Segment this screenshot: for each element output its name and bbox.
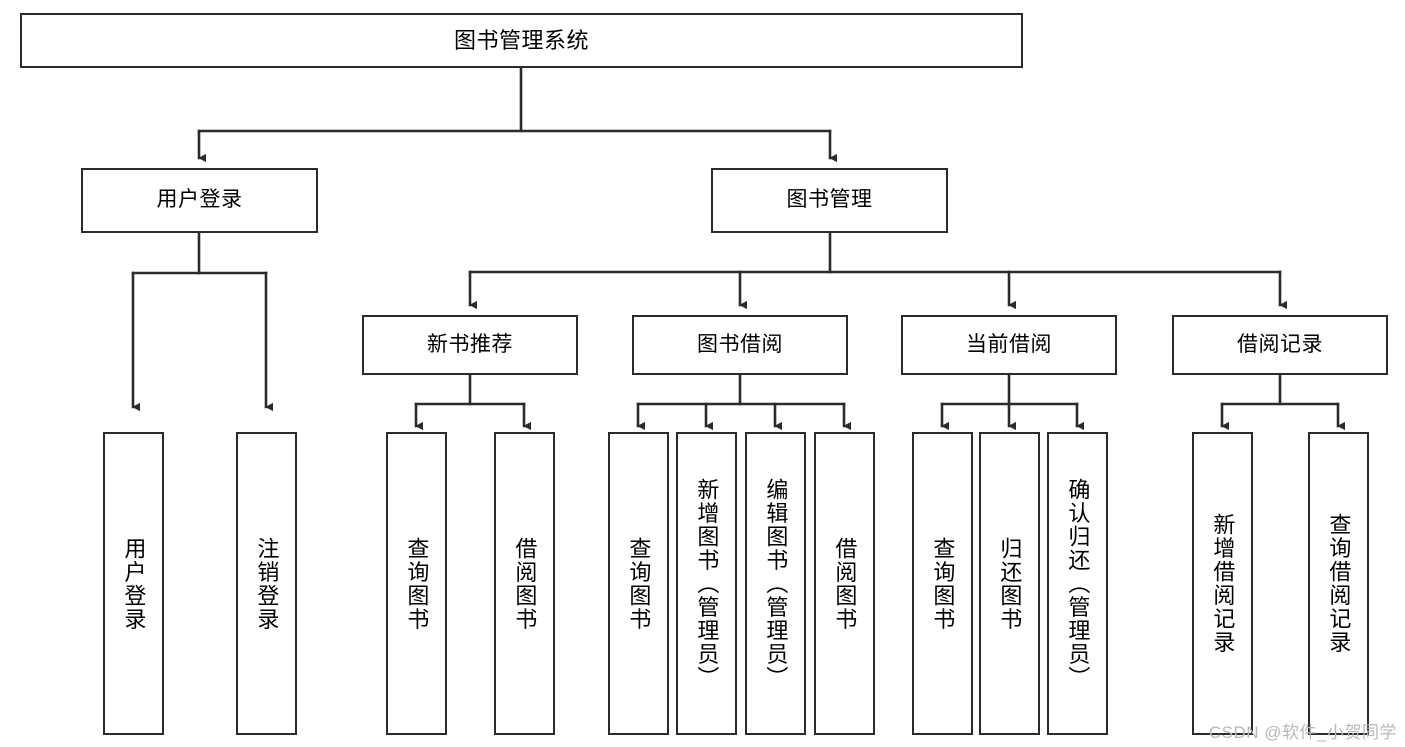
node-label: 查询图书 <box>626 536 652 631</box>
leaf-current-borrow-return-books[interactable]: 归还图书 <box>979 432 1040 735</box>
node-label: 借阅图书 <box>512 536 538 631</box>
leaf-book-borrow-edit-book-admin[interactable]: 编辑图书（管理员） <box>745 432 806 735</box>
leaf-new-book-query-books[interactable]: 查询图书 <box>386 432 447 735</box>
node-book-management[interactable]: 图书管理 <box>711 168 948 233</box>
node-label: 注销登录 <box>254 536 280 631</box>
node-label: 新增图书（管理员） <box>694 477 720 690</box>
leaf-book-borrow-add-book-admin[interactable]: 新增图书（管理员） <box>676 432 737 735</box>
leaf-current-borrow-query-books[interactable]: 查询图书 <box>912 432 973 735</box>
leaf-borrow-records-add-record[interactable]: 新增借阅记录 <box>1192 432 1253 735</box>
node-root-library-system[interactable]: 图书管理系统 <box>20 13 1023 68</box>
node-current-borrow[interactable]: 当前借阅 <box>901 315 1117 375</box>
node-label: 查询借阅记录 <box>1326 513 1352 654</box>
node-label: 借阅记录 <box>1237 332 1323 356</box>
leaf-book-borrow-borrow-books[interactable]: 借阅图书 <box>814 432 875 735</box>
node-label: 当前借阅 <box>966 332 1052 356</box>
node-user-login[interactable]: 用户登录 <box>81 168 318 233</box>
leaf-user-login-logout[interactable]: 注销登录 <box>236 432 297 735</box>
node-label: 图书借阅 <box>697 332 783 356</box>
leaf-book-borrow-query-books[interactable]: 查询图书 <box>608 432 669 735</box>
node-label: 新增借阅记录 <box>1210 513 1236 654</box>
node-label: 图书管理系统 <box>453 27 589 53</box>
node-borrow-records[interactable]: 借阅记录 <box>1172 315 1388 375</box>
node-label: 确认归还（管理员） <box>1065 477 1091 690</box>
node-label: 用户登录 <box>121 536 147 631</box>
leaf-user-login-login[interactable]: 用户登录 <box>103 432 164 735</box>
node-label: 新书推荐 <box>427 332 513 356</box>
leaf-current-borrow-confirm-return-admin[interactable]: 确认归还（管理员） <box>1047 432 1108 735</box>
node-book-borrow[interactable]: 图书借阅 <box>632 315 848 375</box>
node-label: 用户登录 <box>156 188 243 212</box>
leaf-borrow-records-query-record[interactable]: 查询借阅记录 <box>1308 432 1369 735</box>
node-label: 编辑图书（管理员） <box>763 477 789 690</box>
node-label: 查询图书 <box>930 536 956 631</box>
node-new-book-recommend[interactable]: 新书推荐 <box>362 315 578 375</box>
leaf-new-book-borrow-books[interactable]: 借阅图书 <box>494 432 555 735</box>
watermark-text: CSDN @软件_小贺同学 <box>1208 723 1397 742</box>
node-label: 查询图书 <box>404 536 430 631</box>
node-label: 归还图书 <box>997 536 1023 631</box>
node-label: 借阅图书 <box>832 536 858 631</box>
node-label: 图书管理 <box>786 188 873 212</box>
